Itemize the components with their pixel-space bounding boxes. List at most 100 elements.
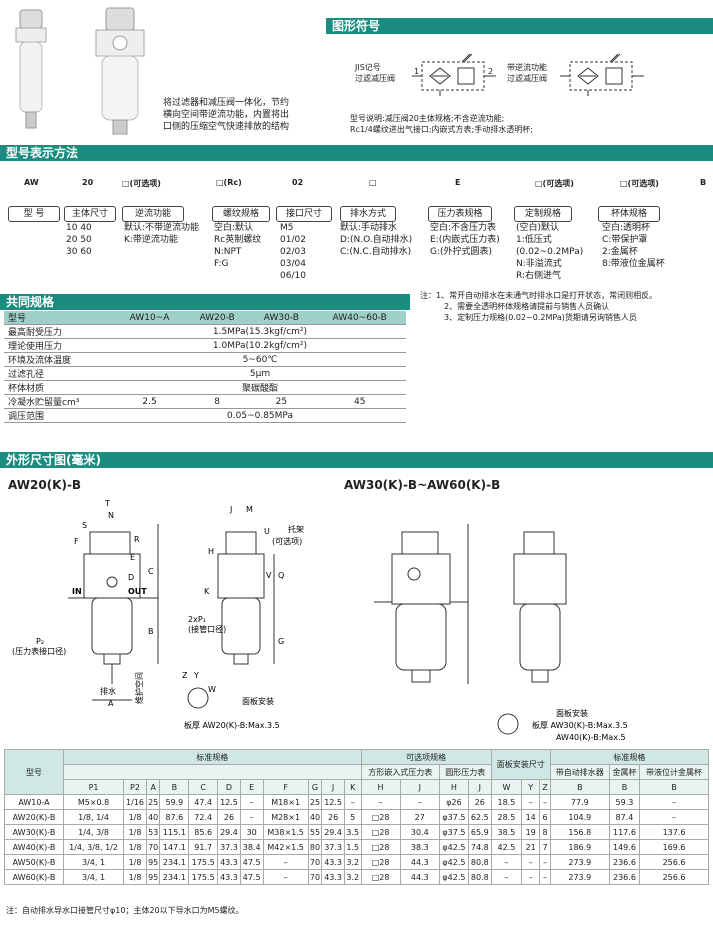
model-notes: 注：1、常开自动排水在未通气时排水口是打开状态，常闭则相反。 2、需要全透明杯体… (420, 290, 657, 323)
dims-section-header: 外形尺寸图(毫米) (0, 452, 713, 468)
code-port: 02 (292, 178, 304, 187)
spec-row: 杯体材质聚碳酸酯 (4, 380, 406, 395)
dim-model-cell: AW20(K)-B (4, 809, 64, 825)
lbl-p2: P₂ (36, 637, 44, 646)
intro-line: 口侧的压缩空气快速排放的结构 (163, 122, 290, 132)
port-2-label: 2 (488, 67, 494, 76)
desc-line: 2:金属杯 (602, 247, 638, 257)
desc-line: 默认:手动排水 (340, 223, 398, 233)
lbl-drain: 排水 (100, 686, 116, 696)
dim-value-cell: 1/8 (123, 839, 147, 855)
lbl-panel-max-2: AW40(K)-B:Max.5 (556, 733, 626, 742)
dim-column-header: B (608, 779, 641, 795)
lbl-b: B (148, 627, 154, 636)
code-cup: □(可选项) (620, 179, 659, 188)
dim-value-cell: 53 (145, 824, 161, 840)
lbl-bracket-opt: (可选项) (272, 536, 302, 546)
dim-value-cell: 26 (217, 809, 241, 825)
dim-value-cell: 156.8 (549, 824, 610, 840)
aw30-60-drawing: 面板安装 板厚 AW30(K)-B:Max.3.5 AW40(K)-B:Max.… (374, 524, 628, 742)
dim-column-header: Z (539, 779, 551, 795)
intro-line: 将过滤器和减压阀一体化，节约 (163, 98, 290, 108)
model-box-custom: 定制规格 (514, 206, 572, 222)
dim-value-cell: 70 (307, 869, 323, 885)
model-section-header: 型号表示方法 (0, 145, 713, 161)
dim-value-cell: 1/8 (123, 854, 147, 870)
dim-value-cell: M42×1.5 (262, 839, 309, 855)
dim-value-cell: 29.4 (217, 824, 241, 840)
lbl-j: J (229, 505, 232, 514)
dim-value-cell: 26 (467, 794, 492, 810)
desc-line: G:(外拧式圆表) (430, 247, 493, 257)
dim-model-cell: AW30(K)-B (4, 824, 64, 840)
dim-value-cell: – (539, 869, 551, 885)
dim-value-cell: 28.5 (490, 809, 523, 825)
code-thread: □(Rc) (216, 178, 242, 187)
desc-line: 03/04 (280, 259, 306, 269)
lbl-t: T (104, 499, 110, 508)
dim-subheader-cell: 圆形压力表 (438, 764, 492, 780)
dim-model-cell: AW40(K)-B (4, 839, 64, 855)
dim-value-cell: – (521, 854, 541, 870)
intro-line: 横向空间带逆流功能，内置将出 (163, 110, 290, 120)
spec-value: 8 (185, 394, 250, 409)
desc-line: (空白)默认 (516, 223, 560, 233)
symbol-section-header: 图形符号 (326, 18, 713, 34)
spec-header-cell: AW20-B (185, 311, 250, 325)
dim-model-cell: AW50(K)-B (4, 854, 64, 870)
lbl-q: Q (278, 571, 284, 580)
model-box-port: 接口尺寸 (276, 206, 332, 222)
port-desc: M5 01/02 02/03 03/04 06/10 (280, 222, 306, 282)
dim-value-cell: – (639, 794, 709, 810)
lbl-d: D (128, 573, 134, 582)
section-title: 外形尺寸图(毫米) (6, 453, 101, 467)
desc-line: Rc英制螺纹 (214, 235, 262, 245)
dim-value-cell: 44.3 (399, 854, 440, 870)
dim-value-cell: □28 (360, 824, 401, 840)
dim-value-cell: 87.4 (608, 809, 641, 825)
desc-line: D:(N.O.自动排水) (340, 235, 413, 245)
code-b: B (700, 178, 707, 187)
model-box-cup: 杯体规格 (598, 206, 660, 222)
right-drawing: 面板安装 板厚 AW30(K)-B:Max.3.5 AW40(K)-B:Max.… (344, 494, 704, 750)
desc-line: C:(N.C.自动排水) (340, 247, 412, 257)
dim-model-cell: AW10-A (4, 794, 64, 810)
lbl-v: V (266, 571, 272, 580)
dim-value-cell: □28 (360, 839, 401, 855)
dim-value-cell: □28 (360, 809, 401, 825)
lbl-panel: 面板安装 (242, 696, 274, 706)
dim-value-cell: 256.6 (639, 869, 709, 885)
spec-value: 聚碳酸酯 (114, 380, 406, 395)
spec-value: 2.5 (114, 394, 186, 409)
dim-header-cell: 可选项规格 (360, 749, 492, 765)
lbl-r: R (134, 535, 140, 544)
dim-value-cell: 234.1 (159, 854, 190, 870)
desc-line: 空白:默认 (214, 223, 254, 233)
size-desc: 10 40 20 50 30 60 (66, 222, 92, 258)
dim-value-cell: 40 (307, 809, 323, 825)
dim-value-cell: 95 (145, 854, 161, 870)
dim-value-cell: – (262, 854, 309, 870)
lbl-e: E (130, 553, 135, 562)
aw20-drawing: IN OUT T N S R F E D C B P₂ (压力表接口径) 排水 … (12, 499, 304, 730)
dim-subheader-cell: 方形嵌入式压力表 (360, 764, 440, 780)
product-photos (0, 0, 160, 145)
lbl-h: H (208, 547, 214, 556)
dim-value-cell: 65.9 (467, 824, 492, 840)
model-box-drain: 排水方式 (340, 206, 396, 222)
jis-label: JIS记号 过滤减压阀 (355, 62, 395, 84)
dim-value-cell: M38×1.5 (262, 824, 309, 840)
dim-subheader-cell: 带自动排水器 (549, 764, 610, 780)
dim-column-header: J (399, 779, 440, 795)
desc-line: 1:低压式 (516, 235, 552, 245)
dim-value-cell: 12.5 (217, 794, 241, 810)
dim-value-cell: – (490, 854, 523, 870)
code-drain: □ (369, 178, 377, 187)
dim-value-cell: 80 (307, 839, 323, 855)
dim-column-header: B (549, 779, 610, 795)
dim-value-cell: – (360, 794, 401, 810)
lbl-in: IN (72, 587, 82, 596)
